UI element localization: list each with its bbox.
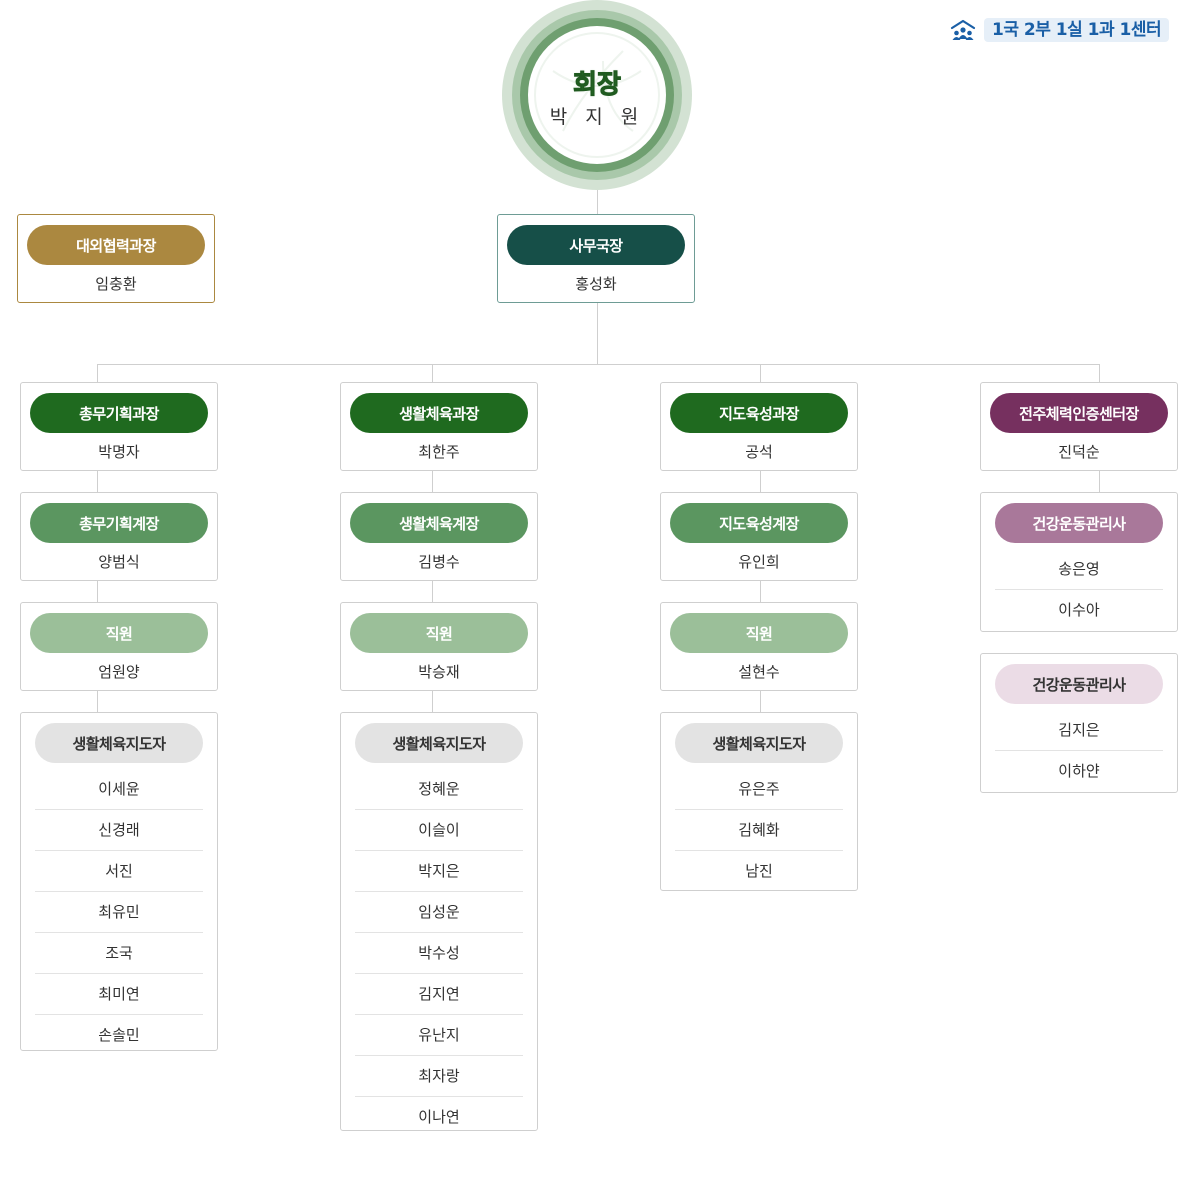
org-summary-badge: 1국 2부 1실 1과 1센터 — [950, 16, 1170, 44]
col1-sub-title: 총무기획계장 — [30, 503, 208, 543]
president-emblem: 회장 박 지 원 — [502, 0, 692, 190]
list-item: 서진 — [35, 851, 203, 892]
connector-bus-col3 — [760, 364, 761, 382]
col1-sub-name: 양범식 — [98, 553, 140, 571]
col3-leaders-box: 생활체육지도자 유은주 김혜화 남진 — [660, 712, 858, 891]
col1-staff-name: 엄원양 — [98, 663, 140, 681]
organization-icon — [950, 19, 976, 40]
col1-staff-box: 직원 엄원양 — [20, 602, 218, 691]
col4-head-title: 전주체력인증센터장 — [990, 393, 1168, 433]
org-summary-text: 1국 2부 1실 1과 1센터 — [984, 18, 1170, 42]
list-item: 조국 — [35, 933, 203, 974]
list-item: 남진 — [745, 862, 773, 880]
col4-managers2-list: 김지은 이하얀 — [995, 710, 1163, 791]
list-item: 이수아 — [1058, 601, 1100, 619]
list-item: 송은영 — [995, 549, 1163, 590]
list-item: 손솔민 — [98, 1026, 140, 1044]
secretary-general-title: 사무국장 — [507, 225, 685, 265]
list-item: 이세윤 — [35, 769, 203, 810]
connector-col2 — [432, 470, 433, 713]
external-cooperation-name: 임충환 — [95, 275, 137, 293]
list-item: 임성운 — [355, 892, 523, 933]
connector-bus-col4 — [1099, 364, 1100, 382]
col1-leaders-title: 생활체육지도자 — [35, 723, 203, 763]
list-item: 정혜운 — [355, 769, 523, 810]
col4-managers1-list: 송은영 이수아 — [995, 549, 1163, 630]
col2-staff-box: 직원 박승재 — [340, 602, 538, 691]
col2-head-title: 생활체육과장 — [350, 393, 528, 433]
list-item: 이하얀 — [1058, 762, 1100, 780]
list-item: 이나연 — [418, 1108, 460, 1126]
secretary-general-name: 홍성화 — [575, 275, 617, 293]
col3-leaders-list: 유은주 김혜화 남진 — [675, 769, 843, 891]
col2-leaders-box: 생활체육지도자 정혜운 이슬이 박지은 임성운 박수성 김지연 유난지 최자랑 … — [340, 712, 538, 1131]
col2-leaders-title: 생활체육지도자 — [355, 723, 523, 763]
list-item: 박수성 — [355, 933, 523, 974]
col4-head-box: 전주체력인증센터장 진덕순 — [980, 382, 1178, 471]
list-item: 유난지 — [355, 1015, 523, 1056]
col2-staff-title: 직원 — [350, 613, 528, 653]
col2-leaders-list: 정혜운 이슬이 박지은 임성운 박수성 김지연 유난지 최자랑 이나연 — [355, 769, 523, 1137]
col1-head-box: 총무기획과장 박명자 — [20, 382, 218, 471]
col3-sub-title: 지도육성계장 — [670, 503, 848, 543]
list-item: 유은주 — [675, 769, 843, 810]
col4-managers2-box: 건강운동관리사 김지은 이하얀 — [980, 653, 1178, 793]
col2-staff-name: 박승재 — [418, 663, 460, 681]
col2-head-name: 최한주 — [418, 443, 460, 461]
col2-sub-title: 생활체육계장 — [350, 503, 528, 543]
list-item: 김혜화 — [675, 810, 843, 851]
col1-leaders-box: 생활체육지도자 이세윤 신경래 서진 최유민 조국 최미연 손솔민 — [20, 712, 218, 1051]
president-name: 박 지 원 — [549, 106, 645, 128]
col3-staff-box: 직원 설현수 — [660, 602, 858, 691]
list-item: 김지은 — [995, 710, 1163, 751]
col4-managers2-title: 건강운동관리사 — [995, 664, 1163, 704]
col1-sub-box: 총무기획계장 양범식 — [20, 492, 218, 581]
connector-bus-horizontal — [97, 364, 1100, 365]
list-item: 최미연 — [35, 974, 203, 1015]
connector-col1 — [97, 470, 98, 713]
col3-staff-name: 설현수 — [738, 663, 780, 681]
col1-head-title: 총무기획과장 — [30, 393, 208, 433]
col4-managers1-box: 건강운동관리사 송은영 이수아 — [980, 492, 1178, 632]
president-title: 회장 — [573, 70, 622, 101]
list-item: 김지연 — [355, 974, 523, 1015]
col3-sub-name: 유인희 — [738, 553, 780, 571]
connector-secretary-bus — [597, 303, 598, 364]
connector-bus-col1 — [97, 364, 98, 382]
col3-staff-title: 직원 — [670, 613, 848, 653]
list-item: 신경래 — [35, 810, 203, 851]
col1-head-name: 박명자 — [98, 443, 140, 461]
connector-president-secretary — [597, 190, 598, 214]
col3-leaders-title: 생활체육지도자 — [675, 723, 843, 763]
col1-staff-title: 직원 — [30, 613, 208, 653]
list-item: 박지은 — [355, 851, 523, 892]
ball-watermark-icon — [534, 32, 660, 158]
col4-head-name: 진덕순 — [1058, 443, 1100, 461]
external-cooperation-box: 대외협력과장 임충환 — [17, 214, 215, 303]
col3-head-title: 지도육성과장 — [670, 393, 848, 433]
list-item: 이슬이 — [355, 810, 523, 851]
col4-managers1-title: 건강운동관리사 — [995, 503, 1163, 543]
col3-sub-box: 지도육성계장 유인희 — [660, 492, 858, 581]
col2-head-box: 생활체육과장 최한주 — [340, 382, 538, 471]
list-item: 최자랑 — [355, 1056, 523, 1097]
col3-head-box: 지도육성과장 공석 — [660, 382, 858, 471]
col2-sub-box: 생활체육계장 김병수 — [340, 492, 538, 581]
external-cooperation-title: 대외협력과장 — [27, 225, 205, 265]
col2-sub-name: 김병수 — [418, 553, 460, 571]
secretary-general-box: 사무국장 홍성화 — [497, 214, 695, 303]
list-item: 최유민 — [35, 892, 203, 933]
col3-head-name: 공석 — [745, 443, 773, 461]
connector-col3 — [760, 470, 761, 713]
col1-leaders-list: 이세윤 신경래 서진 최유민 조국 최미연 손솔민 — [35, 769, 203, 1055]
connector-bus-col2 — [432, 364, 433, 382]
connector-col4 — [1099, 470, 1100, 493]
